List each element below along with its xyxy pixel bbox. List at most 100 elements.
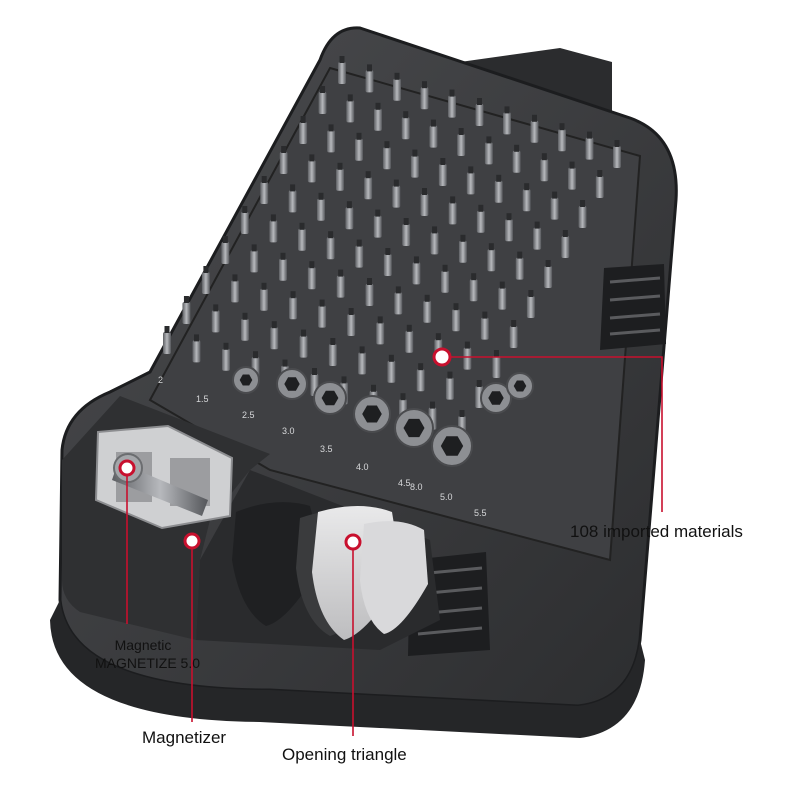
bit-tip bbox=[338, 269, 344, 277]
bit bbox=[416, 369, 425, 392]
bit-tip bbox=[412, 149, 418, 157]
bit-tip bbox=[400, 393, 406, 401]
bit-tip bbox=[232, 274, 238, 282]
bit bbox=[544, 266, 553, 288]
bit bbox=[382, 147, 391, 170]
socket-hex-hole bbox=[284, 377, 300, 391]
label-magnetic-line2: MAGNETIZE 5.0 bbox=[95, 655, 201, 671]
bit-tip bbox=[430, 401, 435, 409]
size-label: 2.5 bbox=[242, 410, 255, 420]
bit-tip bbox=[403, 218, 409, 225]
bit-tip bbox=[367, 64, 372, 72]
bit-tip bbox=[569, 161, 575, 169]
bit-tip bbox=[312, 368, 317, 375]
bit bbox=[345, 207, 354, 230]
bit-tip bbox=[367, 278, 372, 285]
bit-tip bbox=[356, 239, 362, 247]
bit-tip bbox=[213, 304, 219, 312]
bit bbox=[412, 262, 421, 285]
bit bbox=[448, 202, 457, 225]
bit-tip bbox=[282, 359, 288, 367]
bit bbox=[222, 348, 230, 371]
bit bbox=[289, 297, 298, 320]
bit-tip bbox=[424, 294, 430, 302]
bit-tip bbox=[464, 341, 470, 349]
bit-tip bbox=[435, 333, 441, 341]
bit-tip bbox=[388, 354, 394, 362]
bit bbox=[317, 198, 325, 221]
bit-tip bbox=[347, 94, 353, 102]
bit bbox=[394, 292, 403, 315]
bit-tip bbox=[377, 316, 383, 324]
bit-tip bbox=[375, 102, 381, 110]
bit-tip bbox=[375, 209, 381, 217]
bit bbox=[515, 257, 524, 280]
bit bbox=[463, 347, 472, 370]
bit bbox=[445, 377, 454, 400]
bit-tip bbox=[496, 174, 502, 182]
bit bbox=[336, 168, 344, 191]
bit-tip bbox=[442, 264, 448, 272]
bit bbox=[182, 302, 191, 324]
bit-tip bbox=[393, 179, 399, 187]
bit-tip bbox=[403, 111, 409, 119]
bit bbox=[192, 340, 201, 363]
bit bbox=[503, 112, 511, 135]
bit bbox=[230, 280, 239, 303]
bit bbox=[163, 332, 171, 354]
side-latch-upper bbox=[600, 264, 666, 350]
bit-tip bbox=[395, 286, 401, 294]
size-label: 5.5 bbox=[474, 508, 487, 518]
marker-imported-materials bbox=[432, 347, 452, 367]
bit bbox=[578, 206, 587, 228]
bit bbox=[364, 177, 373, 200]
bit bbox=[441, 270, 450, 293]
bit bbox=[392, 185, 401, 208]
bit bbox=[288, 190, 297, 213]
bit bbox=[448, 95, 456, 118]
bit-tip bbox=[453, 303, 459, 311]
socket-hex-hole bbox=[513, 380, 527, 392]
bit bbox=[457, 134, 466, 156]
bit-tip bbox=[309, 261, 315, 269]
marker-magnetic bbox=[118, 459, 136, 477]
bit bbox=[326, 237, 335, 260]
bit-tip bbox=[359, 346, 365, 354]
size-label: 2 bbox=[158, 375, 163, 385]
bit bbox=[452, 309, 460, 332]
size-label: 3.0 bbox=[282, 426, 295, 436]
bit-tip bbox=[251, 244, 257, 252]
bit-tip bbox=[440, 158, 446, 165]
bit bbox=[484, 142, 493, 165]
bit bbox=[420, 87, 429, 110]
bit-tip bbox=[223, 342, 229, 350]
bit-tip bbox=[458, 128, 464, 135]
bit bbox=[279, 152, 288, 174]
bit-tip bbox=[541, 153, 547, 161]
label-magnetic-line1: Magnetic bbox=[114, 637, 172, 653]
bit-tip bbox=[511, 320, 517, 327]
bit bbox=[299, 335, 308, 358]
socket-hex-hole bbox=[362, 405, 382, 423]
bit bbox=[347, 314, 356, 336]
bit bbox=[475, 104, 484, 126]
bit-tip bbox=[418, 363, 424, 371]
bit bbox=[492, 356, 501, 378]
bit bbox=[613, 146, 621, 168]
bit-tip bbox=[261, 282, 267, 290]
bit-tip bbox=[341, 376, 347, 384]
bit-tip bbox=[222, 236, 228, 243]
bit bbox=[376, 322, 385, 345]
bit-tip bbox=[447, 371, 453, 379]
bit-tip bbox=[320, 86, 326, 93]
bit-tip bbox=[545, 260, 551, 267]
size-label: 4.0 bbox=[356, 462, 369, 472]
bit-tip bbox=[482, 311, 488, 319]
bit-tip bbox=[430, 119, 436, 127]
bit bbox=[585, 137, 594, 160]
bit bbox=[480, 317, 489, 340]
bit bbox=[401, 117, 410, 140]
bit-tip bbox=[524, 183, 530, 191]
bit bbox=[365, 70, 374, 93]
bit-tip bbox=[337, 162, 343, 170]
